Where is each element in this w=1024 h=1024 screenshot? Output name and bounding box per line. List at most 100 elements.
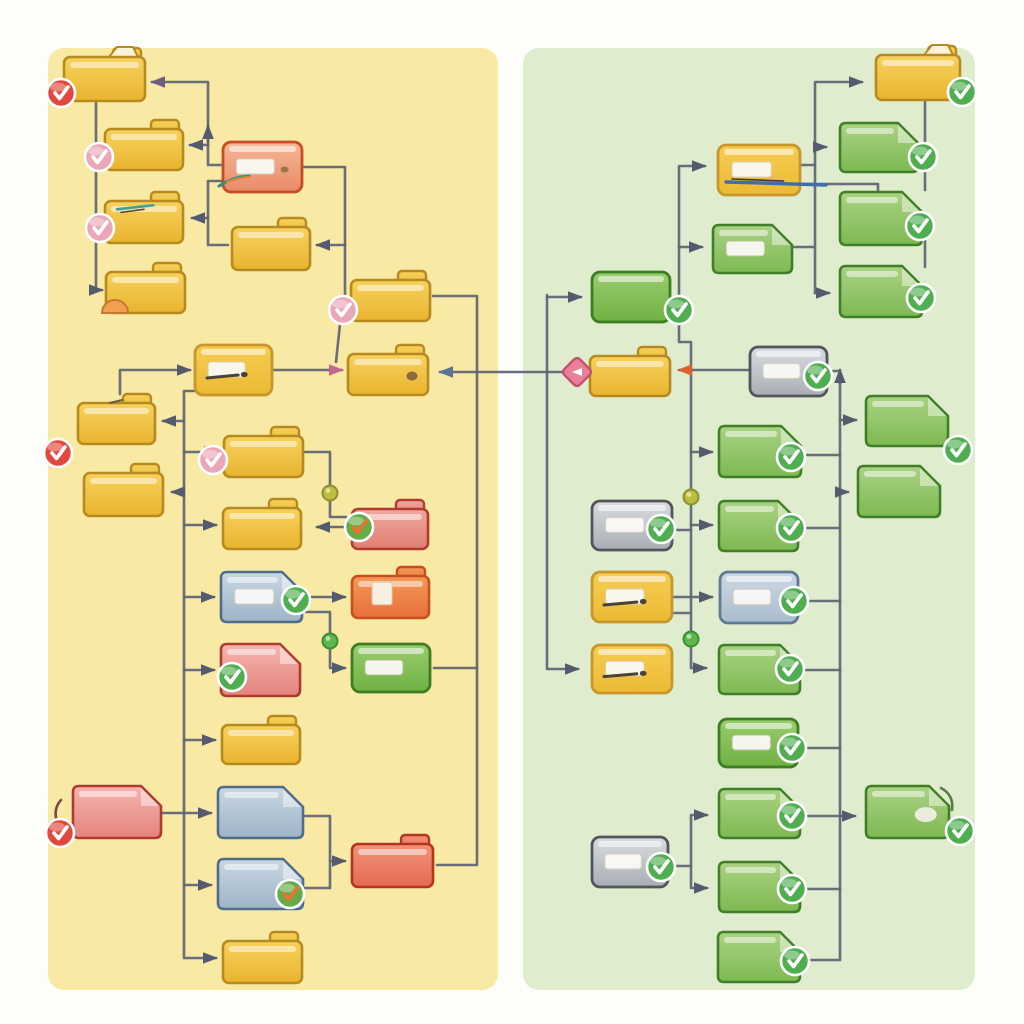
gloss-highlight xyxy=(724,937,776,943)
badge-gloss xyxy=(650,518,666,528)
arrowhead-icon xyxy=(816,287,831,299)
gloss-highlight xyxy=(354,359,422,365)
folder-node-n13 xyxy=(221,497,303,551)
arrowhead-icon xyxy=(161,415,176,427)
label-strip xyxy=(731,161,772,178)
badge-gloss xyxy=(88,146,104,156)
arrowhead-icon xyxy=(565,663,580,675)
arrowhead-icon xyxy=(694,809,709,821)
gloss-highlight xyxy=(84,408,149,414)
dot-icon xyxy=(406,371,418,381)
gloss-highlight xyxy=(598,276,664,282)
gloss-highlight xyxy=(596,361,664,367)
label-strip xyxy=(731,734,771,751)
check-mark-icon xyxy=(952,823,969,839)
file-node-r8 xyxy=(856,464,942,519)
arrowhead-icon xyxy=(692,160,707,172)
check-badge-icon xyxy=(779,945,811,977)
sync-badge-icon xyxy=(327,294,359,326)
gloss-highlight xyxy=(724,149,794,155)
check-badge-icon xyxy=(776,873,808,905)
connector-dot-gloss xyxy=(686,492,692,497)
arrowhead-icon xyxy=(177,364,192,376)
badge-gloss xyxy=(909,215,925,225)
arrowhead-icon xyxy=(813,141,828,153)
check-mark-icon xyxy=(53,85,70,101)
connector-line xyxy=(431,294,479,867)
arrowhead-icon xyxy=(694,882,709,894)
gloss-highlight xyxy=(725,794,776,800)
check-mark-icon xyxy=(912,218,929,234)
pencil-tip-icon xyxy=(639,670,647,676)
badge-gloss xyxy=(949,820,965,830)
check-mark-icon xyxy=(915,149,932,165)
page-icon xyxy=(371,581,393,606)
file-dogear-edge xyxy=(282,858,304,880)
gloss-highlight xyxy=(224,792,279,798)
connector-dot-gloss xyxy=(325,636,331,641)
check-mark-icon xyxy=(282,886,299,902)
arrowhead-icon xyxy=(834,368,846,383)
connector-dot xyxy=(321,632,339,650)
label-strip xyxy=(725,240,765,257)
pencil-tip-icon xyxy=(639,598,647,605)
arrowhead-icon xyxy=(699,519,714,531)
arrowhead-icon xyxy=(201,664,216,676)
gloss-highlight xyxy=(598,649,666,655)
badge-gloss xyxy=(780,517,796,527)
connector-line xyxy=(301,860,332,890)
file-dogear-edge xyxy=(927,395,949,417)
check-badge-icon xyxy=(776,732,808,764)
check-mark-icon xyxy=(783,449,800,465)
connectors-layer xyxy=(89,76,927,964)
label-strip xyxy=(364,659,404,676)
file-node-r2 xyxy=(838,121,920,174)
check-badge-icon xyxy=(774,653,806,685)
gloss-highlight xyxy=(79,791,137,797)
check-badge-icon xyxy=(44,817,76,849)
file-node-r24 xyxy=(716,930,802,984)
check-mark-icon xyxy=(784,881,801,897)
check-badge-icon xyxy=(778,585,810,617)
check-mark-icon xyxy=(92,220,109,236)
check-mark-icon xyxy=(782,661,799,677)
badge-gloss xyxy=(89,217,105,227)
arrowhead-icon xyxy=(693,662,708,674)
file-body xyxy=(71,784,163,840)
gloss-highlight xyxy=(224,864,279,870)
check-badge-icon xyxy=(775,512,807,544)
file-node-r5 xyxy=(838,190,924,247)
badge-gloss xyxy=(332,299,348,309)
pen-line-icon xyxy=(115,203,155,211)
gloss-highlight xyxy=(238,232,304,238)
gloss-highlight xyxy=(846,197,898,203)
badge-gloss xyxy=(348,516,364,526)
file-body xyxy=(717,499,800,553)
gloss-highlight xyxy=(228,730,294,736)
file-dogear-edge xyxy=(897,122,919,144)
file-node-r4 xyxy=(711,223,794,275)
connector-line xyxy=(206,179,230,247)
badge-gloss xyxy=(50,82,66,92)
arrowhead-icon xyxy=(677,364,692,376)
connector-line xyxy=(813,80,864,295)
badge-gloss xyxy=(781,737,797,747)
file-body xyxy=(856,464,942,519)
pencil-tip-icon xyxy=(240,371,248,378)
check-badge-icon xyxy=(802,360,834,392)
gloss-highlight xyxy=(725,723,792,729)
arrowhead-icon xyxy=(170,486,185,498)
gloss-highlight xyxy=(357,285,424,291)
arrowhead-icon xyxy=(315,239,330,251)
badge-gloss xyxy=(202,449,218,459)
file-body xyxy=(717,860,802,914)
arrowhead-icon xyxy=(89,284,104,296)
diamond-arrow-glyph xyxy=(572,368,582,376)
gloss-highlight xyxy=(90,478,157,484)
folder-node-n10 xyxy=(76,392,157,446)
check-mark-icon xyxy=(351,519,368,535)
gloss-highlight xyxy=(358,514,422,520)
check-badge-icon xyxy=(775,441,807,473)
check-badge-icon xyxy=(45,77,77,109)
